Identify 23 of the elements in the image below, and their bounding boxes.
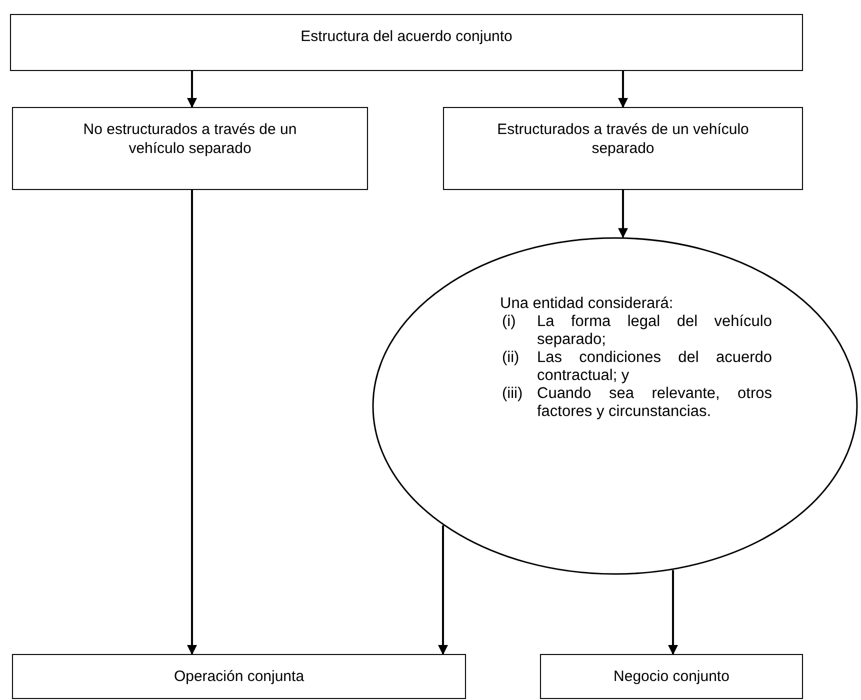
arrow [187, 190, 197, 655]
process-box [443, 107, 803, 190]
arrow [187, 71, 197, 108]
list-marker: (i) [501, 313, 517, 332]
list-item-text: Las condiciones del acuerdo contractual; y [537, 349, 772, 385]
list-marker: (ii) [501, 349, 520, 368]
box-label: Negocio conjunto [614, 667, 730, 686]
arrow [668, 570, 678, 655]
process-box [12, 654, 466, 699]
box-label: Estructura del acuerdo conjunto [300, 27, 512, 46]
arrow [618, 71, 628, 108]
arrow [438, 525, 448, 655]
box-label: Operación conjunta [174, 667, 304, 686]
arrow [618, 190, 628, 238]
box-label: Estructurados a través de un vehículo separado [496, 120, 750, 158]
ellipse-heading: Una entidad considerará: [500, 295, 674, 313]
list-item-text: Cuando sea relevante, otros factores y circunstancias. [537, 385, 772, 421]
process-box [10, 14, 803, 71]
list-item-text: La forma legal del vehículo separado; [537, 313, 772, 349]
process-box [12, 107, 368, 190]
process-box [540, 654, 803, 699]
box-label: No estructurados a través de un vehículo separado [82, 120, 298, 158]
list-marker: (iii) [501, 385, 524, 404]
